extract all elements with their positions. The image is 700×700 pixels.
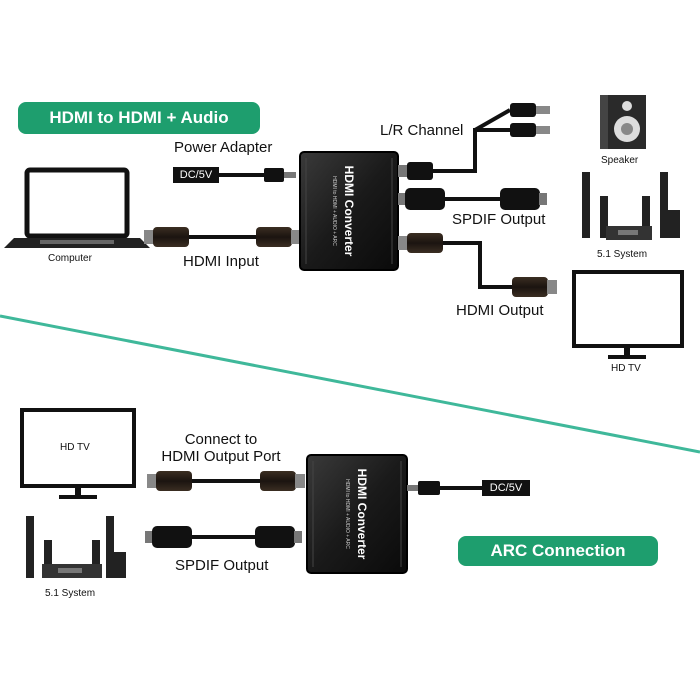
spdif-cable-bottom: [145, 526, 302, 548]
laptop-icon: [4, 167, 150, 248]
speaker-icon: [600, 95, 646, 149]
hd-tv-label-bottom: HD TV: [60, 442, 90, 453]
hd-tv-icon-top: [572, 270, 684, 359]
hd-tv-icon-bottom: [20, 408, 136, 499]
hdmi-output-cable-top: [398, 233, 557, 297]
spdif-cable-top: [398, 188, 547, 210]
system-51-label-bottom: 5.1 System: [45, 588, 96, 599]
power-adapter-label: Power Adapter: [174, 139, 273, 156]
arc-connection-badge: ARC Connection: [458, 536, 658, 566]
lr-channel-cable: [398, 103, 550, 180]
converter-device-bottom: [306, 454, 408, 574]
hdmi-output-label: HDMI Output: [456, 302, 544, 319]
hd-tv-label-top: HD TV: [611, 363, 641, 374]
surround-system-icon-bottom: [26, 516, 126, 578]
spdif-output-label-bottom: SPDIF Output: [175, 557, 269, 574]
dc-label-top: DC/5V: [173, 167, 219, 183]
device-title-top: HDMI Converter: [342, 165, 356, 257]
lr-channel-label: L/R Channel: [380, 122, 464, 139]
device-subtitle-bottom: HDMI to HDMI + AUDIO + ARC: [344, 479, 350, 549]
title-badge-top: HDMI to HDMI + Audio: [18, 102, 260, 134]
spdif-output-label-top: SPDIF Output: [452, 211, 546, 228]
computer-label: Computer: [48, 253, 92, 264]
system-51-label-top: 5.1 System: [597, 249, 648, 260]
hdmi-output-port-label: HDMI Output Port: [161, 448, 281, 465]
speaker-label: Speaker: [601, 155, 639, 166]
connect-to-label: Connect to: [184, 431, 258, 448]
converter-device-top: [299, 151, 399, 271]
surround-system-icon-top: [582, 172, 680, 240]
device-title-bottom: HDMI Converter: [355, 468, 369, 560]
device-subtitle-top: HDMI to HDMI + AUDIO + ARC: [331, 176, 337, 246]
section-divider-line: [0, 314, 700, 454]
hdmi-input-label: HDMI Input: [183, 253, 259, 270]
hdmi-input-cable: [144, 227, 301, 247]
hdmi-cable-bottom: [147, 471, 305, 491]
dc-label-bottom: DC/5V: [482, 480, 530, 496]
